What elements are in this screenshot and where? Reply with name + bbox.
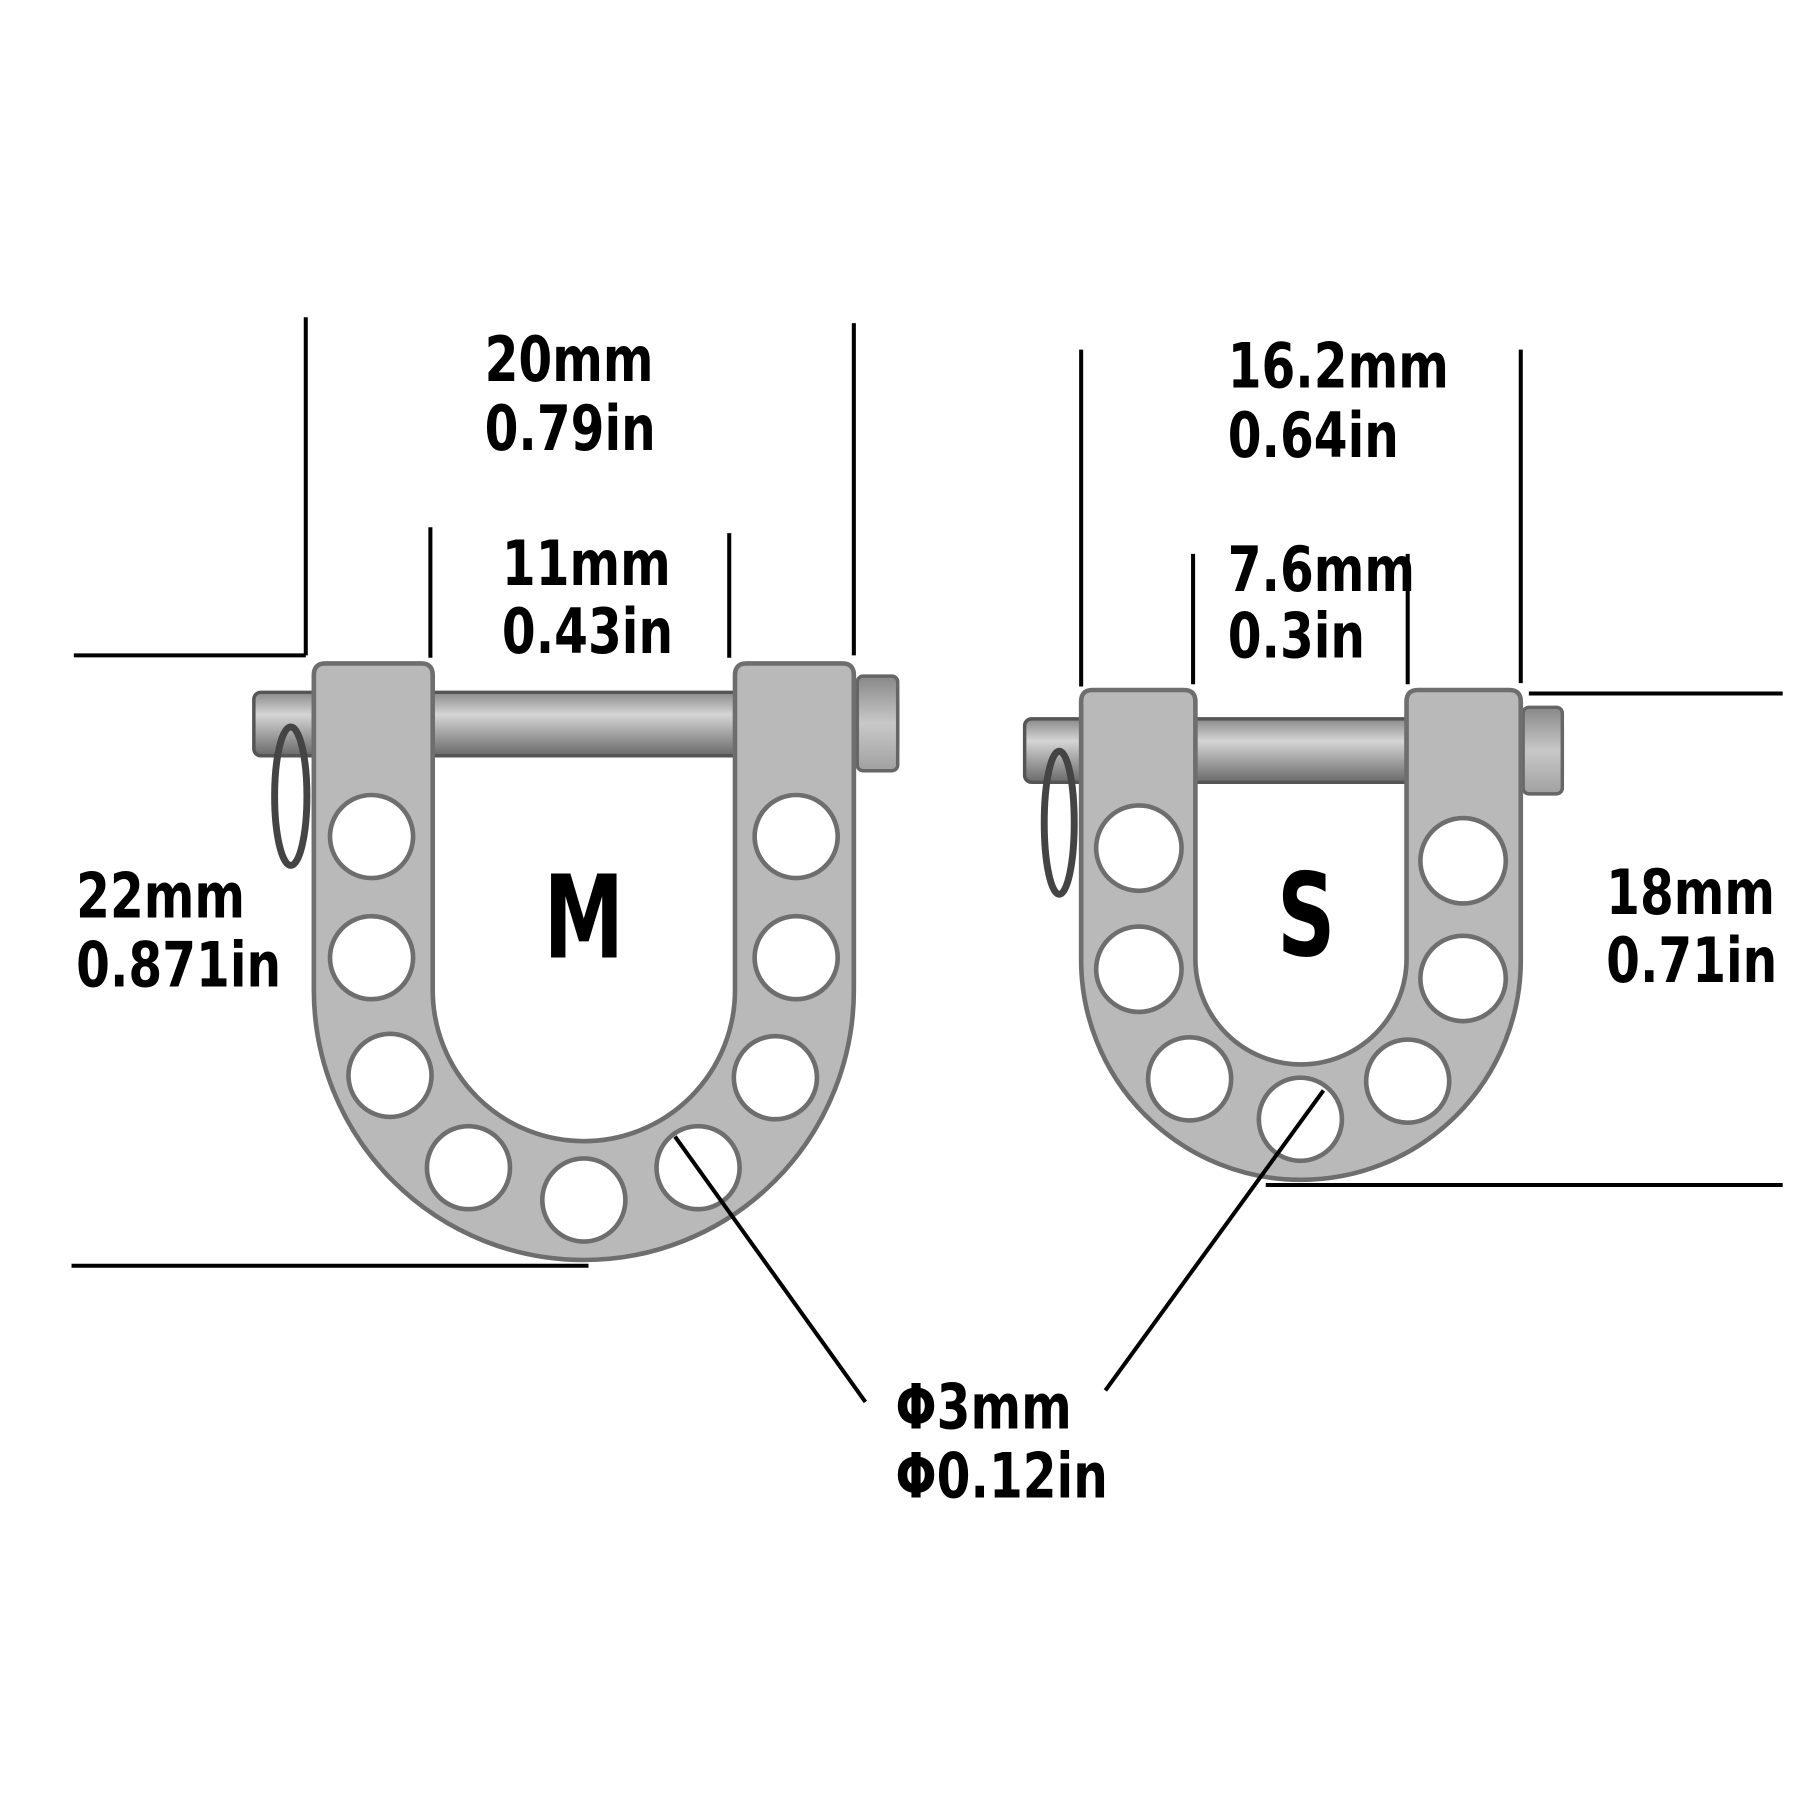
spring-ring-s-icon xyxy=(1040,747,1078,898)
s-height-mm: 18mm xyxy=(1606,857,1775,929)
s-inner-width-in: 0.3in xyxy=(1228,601,1365,673)
shackle-m-body xyxy=(311,661,857,1263)
size-label-s: S xyxy=(1277,850,1335,983)
m-outer-width-in: 0.79in xyxy=(485,393,656,465)
holes-s xyxy=(1093,803,1509,1164)
hole-diameter-in: Φ0.12in xyxy=(895,1441,1107,1513)
s-outer-width-mm: 16.2mm xyxy=(1228,331,1449,403)
spring-ring-m-icon xyxy=(271,723,311,869)
m-height-in: 0.871in xyxy=(76,930,281,1002)
shackle-s: S xyxy=(1022,687,1565,1183)
s-height-in: 0.71in xyxy=(1606,925,1777,997)
shackle-m: M xyxy=(252,661,900,1263)
m-inner-width-mm: 11mm xyxy=(502,528,671,600)
m-inner-width-in: 0.43in xyxy=(502,596,673,668)
pin-cap-s xyxy=(1521,705,1565,796)
holes-m xyxy=(327,792,840,1244)
pin-cap-m xyxy=(855,674,900,773)
dimension-lines xyxy=(71,317,1783,1404)
s-outer-width-in: 0.64in xyxy=(1228,400,1399,472)
s-inner-width-mm: 7.6mm xyxy=(1228,534,1415,606)
hole-diameter-mm: Φ3mm xyxy=(895,1372,1071,1444)
m-outer-width-mm: 20mm xyxy=(485,324,654,396)
size-label-m: M xyxy=(544,852,624,985)
m-height-mm: 22mm xyxy=(76,860,245,932)
